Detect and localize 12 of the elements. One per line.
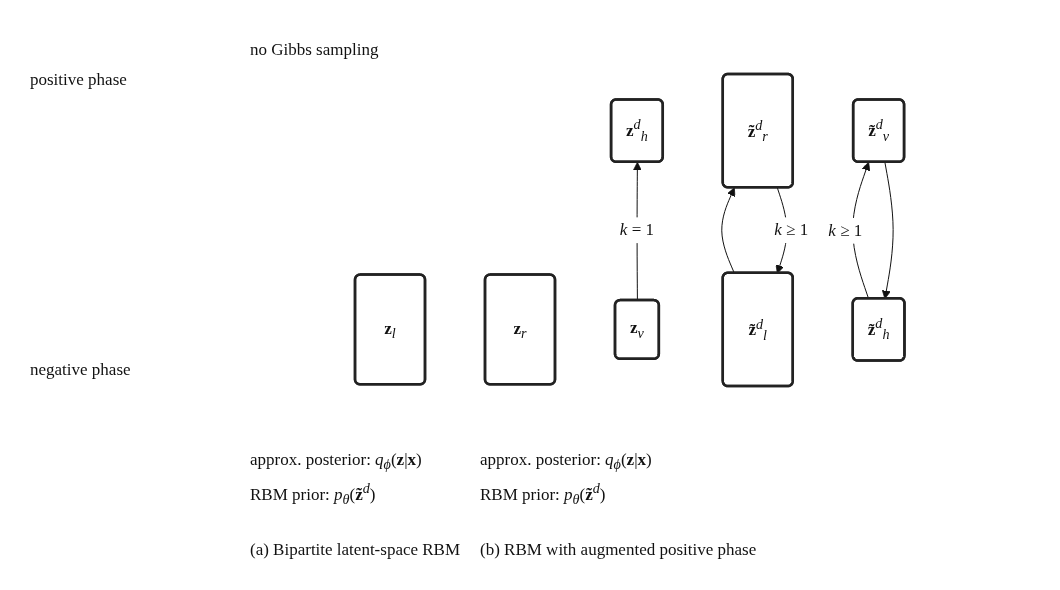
row-label: positive phase [30, 70, 127, 90]
edge-label: k ≥ 1 [828, 220, 863, 240]
edge-label: k = 1 [620, 220, 655, 240]
caption-text: approx. posterior: q$_{ϕ}$(z|x) [480, 450, 652, 474]
annotation-text: no Gibbs sampling [250, 40, 379, 60]
caption-text: RBM prior: p$_{θ}$(z̃$^{d}$) [250, 480, 376, 509]
caption-text: approx. posterior: q$_{ϕ}$(z|x) [250, 450, 422, 474]
edge-label: k ≥ 1 [774, 220, 809, 240]
figure-caption: (b) RBM with augmented positive phase [480, 540, 757, 560]
figure-caption: (a) Bipartite latent-space RBM [250, 540, 461, 560]
row-label: negative phase [30, 360, 131, 380]
caption-text: RBM prior: p$_{θ}$(z̃$^{d}$) [480, 480, 606, 509]
